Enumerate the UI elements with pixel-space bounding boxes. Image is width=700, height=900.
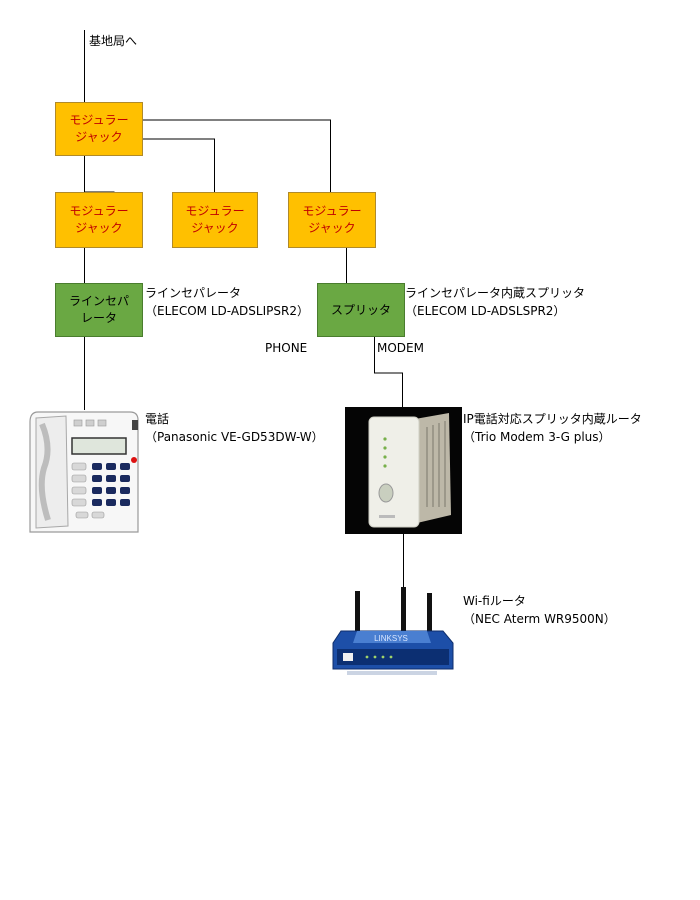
modular-jack-middle: モジュラー ジャック [172,192,258,248]
modular-jack-right: モジュラー ジャック [288,192,376,248]
wifi-router-name: Wi-fiルータ [463,594,526,608]
splitter-box: スプリッタ [317,283,405,337]
modular-jack-top: モジュラー ジャック [55,102,143,156]
telephone-name: 電話 [145,412,170,426]
wifi-router-model: （NEC Aterm WR9500N） [463,612,616,626]
line-separator-name: ラインセパレータ [145,286,242,300]
modem-router-model: （Trio Modem 3-G plus） [463,430,611,444]
splitter-model: （ELECOM LD-ADSLSPR2） [405,304,566,318]
line-separator-box: ラインセパ レータ [55,283,143,337]
modem-router-image [345,407,462,534]
telephone-model: （Panasonic VE-GD53DW-W） [145,430,324,444]
wifi-router-image: LINKSYS [332,587,454,675]
telephone-image [29,411,139,533]
base-station-label: 基地局へ [89,34,138,48]
linksys-logo: LINKSYS [374,634,408,643]
line-separator-model: （ELECOM LD-ADSLIPSR2） [145,304,309,318]
modem-port-label: MODEM [377,341,424,355]
modem-router-name: IP電話対応スプリッタ内蔵ルータ [463,412,642,426]
phone-port-label: PHONE [265,341,308,355]
splitter-name: ラインセパレータ内蔵スプリッタ [405,286,586,300]
modular-jack-left: モジュラー ジャック [55,192,143,248]
